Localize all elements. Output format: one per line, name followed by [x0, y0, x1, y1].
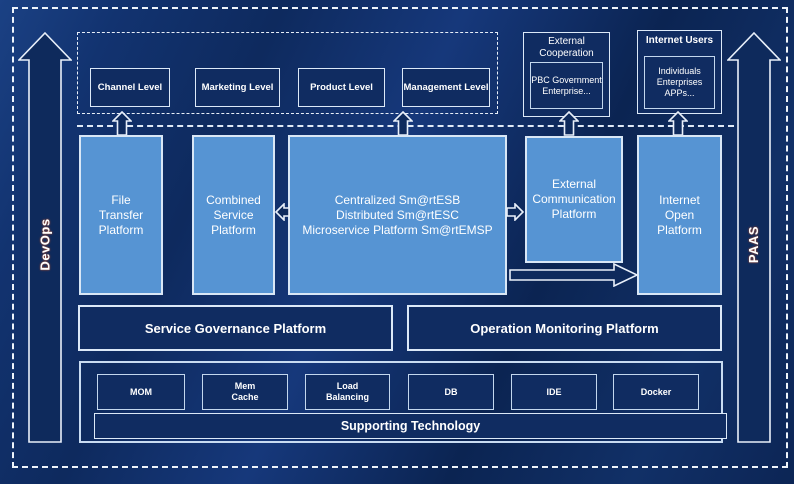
platform-label: Centralized Sm@rtESB Distributed Sm@rtES…: [302, 192, 493, 237]
internet-users-title: Internet Users: [645, 35, 714, 46]
tech-label: Load Balancing: [325, 381, 369, 402]
operation-monitoring-platform-box: Operation Monitoring Platform: [407, 305, 722, 351]
tech-label: Mem Cache: [231, 381, 259, 402]
devops-rail-label: DevOps: [18, 184, 72, 304]
level-label: Management Level: [403, 82, 489, 93]
platform-external-communication: External Communication Platform: [525, 136, 623, 263]
platform-label: File Transfer Platform: [98, 192, 144, 237]
platform-label: Combined Service Platform: [206, 192, 261, 237]
platform-label: Internet Open Platform: [657, 192, 702, 237]
up-arrow-icon: [668, 111, 688, 136]
level-label: Marketing Level: [201, 82, 274, 93]
platform-file-transfer: File Transfer Platform: [79, 135, 163, 295]
right-arrow-icon: [506, 203, 524, 221]
service-governance-platform-box: Service Governance Platform: [78, 305, 393, 351]
tech-box-docker: Docker: [613, 374, 699, 410]
long-right-arrow-icon: [509, 263, 638, 287]
platform-label: External Communication Platform: [532, 177, 616, 221]
level-box-channel: Channel Level: [90, 68, 170, 107]
tech-box-mom: MOM: [97, 374, 185, 410]
monitoring-label: Operation Monitoring Platform: [470, 320, 659, 336]
supporting-technology-container: [79, 361, 723, 443]
tech-label: IDE: [546, 386, 562, 397]
levels-dashed-box: [77, 32, 498, 114]
external-cooperation-content-box: PBC Government Enterprise...: [530, 62, 603, 109]
level-box-management: Management Level: [402, 68, 490, 107]
tech-label: DB: [444, 386, 458, 397]
left-arrow-icon: [275, 203, 290, 221]
tech-box-db: DB: [408, 374, 494, 410]
outer-dashed-frame: [12, 7, 788, 468]
level-box-product: Product Level: [298, 68, 385, 107]
level-label: Channel Level: [97, 82, 163, 93]
tech-box-ide: IDE: [511, 374, 597, 410]
devops-up-arrow-icon: [18, 32, 72, 443]
up-arrow-icon: [559, 111, 579, 136]
external-cooperation-content: PBC Government Enterprise...: [531, 74, 602, 96]
tech-box-mem-cache: Mem Cache: [202, 374, 288, 410]
supporting-technology-banner: Supporting Technology: [94, 413, 727, 439]
level-label: Product Level: [310, 82, 373, 93]
up-arrow-icon: [112, 111, 132, 136]
tech-label: MOM: [130, 386, 152, 397]
governance-label: Service Governance Platform: [144, 320, 327, 336]
paas-label-text: PAAS: [746, 225, 762, 263]
up-arrow-icon: [393, 111, 413, 136]
external-cooperation-title: External Cooperation: [539, 36, 594, 59]
internet-users-content: Individuals Enterprises APPs...: [656, 66, 703, 98]
level-box-marketing: Marketing Level: [195, 68, 280, 107]
tech-label: Docker: [640, 386, 672, 397]
platform-combined-service: Combined Service Platform: [192, 135, 275, 295]
platform-central-esb: Centralized Sm@rtESB Distributed Sm@rtES…: [288, 135, 507, 295]
paas-up-arrow-icon: [727, 32, 781, 443]
internet-users-content-box: Individuals Enterprises APPs...: [644, 56, 715, 109]
platform-internet-open: Internet Open Platform: [637, 135, 722, 295]
paas-rail-label: PAAS: [727, 184, 781, 304]
supporting-technology-label: Supporting Technology: [340, 419, 481, 433]
tech-box-load-balancing: Load Balancing: [305, 374, 390, 410]
devops-label-text: DevOps: [37, 217, 53, 271]
